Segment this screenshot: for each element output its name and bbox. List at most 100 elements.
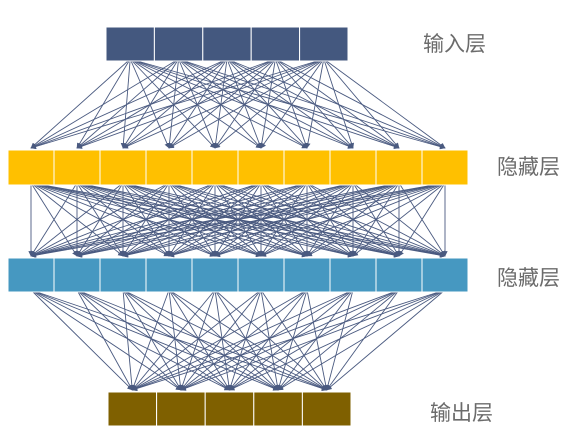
hidden1-unit (145, 149, 193, 186)
connection-arrow (180, 289, 354, 391)
connection-arrow (76, 289, 279, 391)
connection-arrow (168, 289, 230, 391)
connection-arrow (131, 289, 446, 392)
connection-arrow (323, 58, 446, 149)
connection-arrow (129, 58, 216, 149)
connection-arrow (30, 289, 328, 392)
input-unit (105, 26, 155, 62)
connection-arrow (76, 289, 182, 391)
connection-arrow (30, 58, 179, 149)
hidden2-unit (421, 257, 469, 293)
connection-arrow (275, 58, 354, 149)
connection-arrow (122, 58, 324, 149)
connection-arrow (275, 58, 400, 149)
connection-arrow (76, 58, 131, 149)
output-unit (156, 391, 206, 427)
connection-arrow (30, 58, 324, 150)
connection-arrow (168, 58, 276, 149)
connection-arrow (120, 58, 131, 149)
connection-arrow (168, 58, 228, 149)
connection-arrow (398, 182, 446, 257)
connection-arrow (129, 58, 262, 149)
connection-arrow (131, 289, 216, 391)
connection-arrow (178, 58, 216, 149)
connection-arrow (168, 182, 446, 258)
connection-arrow (228, 289, 262, 391)
hidden2-unit (53, 257, 101, 293)
connection-arrow (30, 182, 170, 257)
connection-arrow (76, 289, 230, 391)
hidden-layer-1-label: 隐藏层 (497, 155, 560, 179)
connection-arrow (76, 289, 328, 391)
connection-arrow (260, 289, 280, 391)
hidden2-unit (283, 257, 331, 293)
connection-arrow (76, 58, 179, 149)
input-layer-bar (105, 26, 349, 62)
connection-arrow (122, 182, 446, 258)
connection-arrow (30, 182, 446, 258)
connection-arrow (178, 58, 262, 149)
hidden1-unit (421, 149, 469, 186)
connection-arrow (178, 58, 446, 150)
output-layer-bar (107, 391, 352, 427)
connection-arrow (30, 182, 124, 257)
connection-arrow (179, 289, 216, 391)
hidden1-unit (375, 149, 423, 186)
connection-arrow (326, 289, 400, 391)
hidden1-layer-bar (7, 149, 469, 186)
input-unit (153, 26, 204, 62)
connection-arrow (131, 289, 354, 391)
connection-arrow (122, 289, 328, 391)
input-layer-label: 输入层 (423, 32, 486, 56)
input-unit (250, 26, 301, 62)
hidden2-unit (99, 257, 147, 293)
output-unit (204, 391, 255, 427)
hidden2-unit (237, 257, 285, 293)
connection-arrow (131, 289, 308, 391)
connection-arrow (30, 182, 262, 258)
connection-arrow (130, 58, 400, 150)
hidden2-unit (191, 257, 239, 293)
connection-arrow (30, 182, 216, 257)
connection-arrow (131, 289, 400, 391)
connection-arrow (129, 58, 170, 149)
connection-arrow (274, 58, 308, 149)
hidden1-unit (329, 149, 377, 186)
connection-arrow (168, 289, 279, 391)
connection-arrow (226, 58, 400, 149)
connection-arrow (178, 58, 400, 149)
connection-arrow (212, 58, 228, 149)
connection-arrow (226, 58, 354, 149)
connection-arrow (226, 58, 446, 149)
connection-arrow (214, 289, 328, 391)
connection-arrow (30, 289, 182, 391)
hidden1-unit (53, 149, 101, 186)
input-unit (202, 26, 252, 62)
connection-arrow (323, 58, 355, 149)
input-unit (299, 26, 349, 62)
output-unit (253, 391, 303, 427)
connection-arrow (306, 289, 329, 391)
connection-arrow (122, 58, 179, 149)
connection-arrow (178, 58, 308, 149)
hidden-layer-2-label: 隐藏层 (497, 266, 560, 290)
connection-arrow (323, 58, 400, 149)
connection-arrow (180, 289, 308, 391)
connection-arrow (214, 289, 232, 391)
connection-arrow (30, 289, 133, 391)
connection-arrow (306, 182, 446, 257)
hidden2-unit (329, 257, 377, 293)
connection-arrow (352, 182, 446, 257)
connection-arrow (260, 58, 325, 149)
connection-arrow (226, 58, 262, 149)
connection-arrow (131, 289, 262, 391)
hidden2-unit (145, 257, 193, 293)
connection-arrow (130, 58, 354, 149)
connection-arrow (229, 289, 354, 391)
connection-arrow (326, 289, 446, 391)
hidden1-unit (237, 149, 285, 186)
connection-arrow (122, 58, 228, 149)
connection-arrow (259, 58, 276, 149)
connection-arrow (214, 289, 279, 391)
